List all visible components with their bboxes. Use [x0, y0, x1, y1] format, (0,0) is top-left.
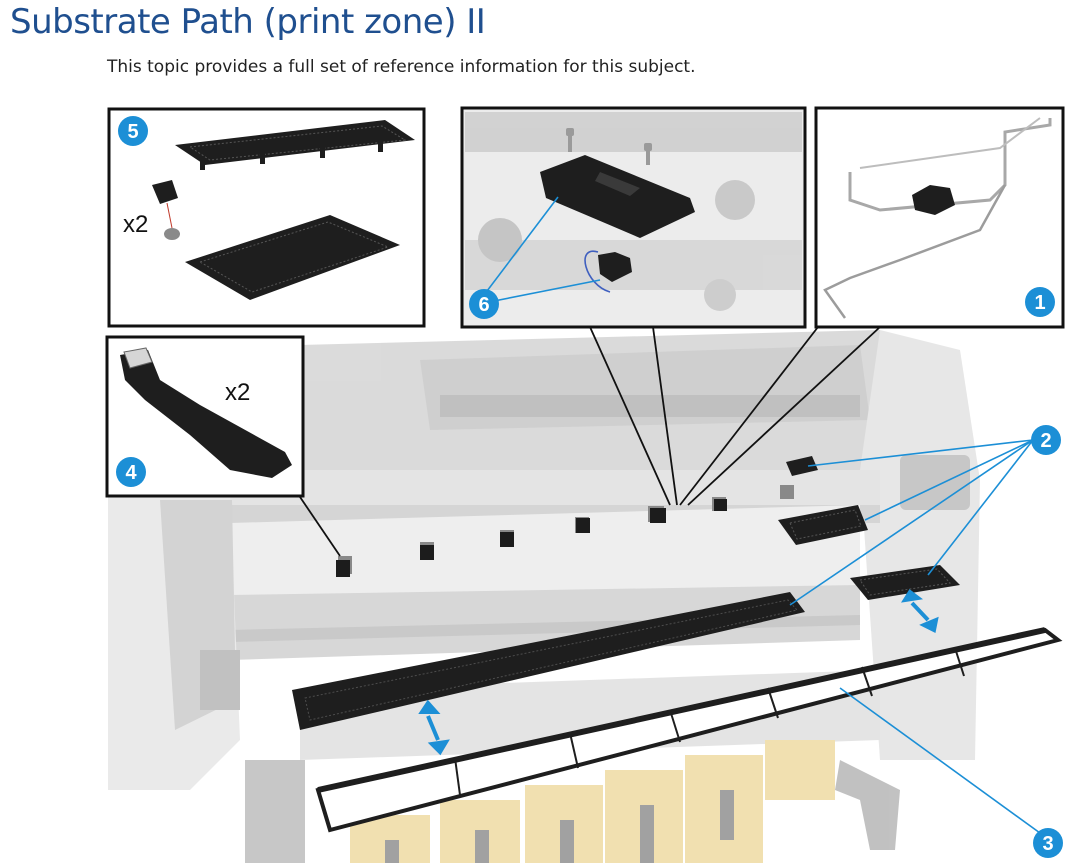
callout-4: 4: [125, 462, 137, 484]
carriage-parts: [336, 499, 727, 577]
inset-1: 1: [814, 106, 1065, 329]
intro-text: This topic provides a full set of refere…: [107, 57, 696, 77]
callout-3-badge: 3: [1033, 828, 1063, 858]
part-2-small-pad: [786, 456, 818, 476]
inset-5: 5 x2: [107, 107, 426, 328]
part-2-right-platen: [850, 565, 960, 600]
inset-pointer-lines: [299, 326, 881, 557]
callout-6: 6: [478, 294, 489, 316]
part-2-long-platen: [292, 592, 805, 730]
leader-lines: [789, 439, 1041, 834]
callout-2-badge: 2: [1031, 425, 1061, 455]
callout-5: 5: [127, 121, 138, 143]
callout-2: 2: [1040, 430, 1051, 452]
callout-3: 3: [1042, 833, 1053, 855]
callout-1: 1: [1034, 292, 1045, 314]
inset-6: 6: [460, 106, 807, 329]
multiplier-x2-inset5: x2: [123, 211, 148, 238]
multiplier-x2-inset4: x2: [225, 379, 250, 406]
page-title: Substrate Path (print zone) II: [10, 2, 486, 42]
part-3-frame: [315, 627, 1063, 833]
inset-4: x2 4: [105, 335, 305, 498]
part-2-medium-platen: [778, 505, 868, 545]
motion-arrows: [418, 589, 939, 756]
